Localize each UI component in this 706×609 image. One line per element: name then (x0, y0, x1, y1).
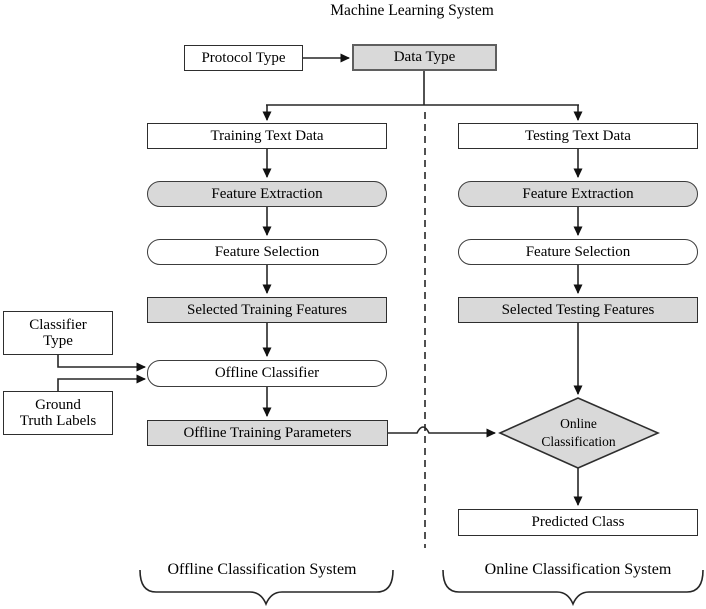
node-feature-selection-offline: Feature Selection (147, 239, 387, 265)
node-selected-training-features: Selected Training Features (147, 297, 387, 323)
diagram-title: Machine Learning System (330, 2, 494, 19)
online-classification-diamond (498, 397, 660, 469)
node-feature-selection-online: Feature Selection (458, 239, 698, 265)
arrow-ground-truth (57, 374, 146, 391)
classifier-type-line2: Type (43, 333, 73, 349)
node-training-text-data: Training Text Data (147, 123, 387, 149)
online-system-brace (442, 569, 704, 607)
node-offline-training-parameters: Offline Training Parameters (147, 420, 388, 446)
classifier-type-line1: Classifier (29, 316, 87, 333)
node-protocol-type: Protocol Type (184, 45, 303, 71)
node-online-classification-label: Online Classification (503, 406, 654, 460)
node-testing-text-data: Testing Text Data (458, 123, 698, 149)
node-predicted-class: Predicted Class (458, 509, 698, 536)
ground-truth-line2: Truth Labels (19, 413, 97, 429)
offline-system-brace (139, 569, 394, 607)
node-ground-truth-labels: Ground Truth Labels (3, 391, 113, 435)
node-data-type: Data Type (352, 44, 497, 71)
arrow-classifier-type (57, 355, 146, 372)
node-feature-extraction-offline: Feature Extraction (147, 181, 387, 207)
arrow-params-to-diamond (388, 426, 496, 438)
node-offline-classifier: Offline Classifier (147, 360, 387, 387)
offline-system-label: Offline Classification System (167, 561, 357, 578)
online-system-label: Online Classification System (484, 561, 672, 578)
online-classification-line2: Classification (541, 434, 616, 449)
online-classification-line1: Online (560, 416, 597, 432)
ground-truth-line1: Ground (35, 396, 81, 413)
node-selected-testing-features: Selected Testing Features (458, 297, 698, 323)
node-feature-extraction-online: Feature Extraction (458, 181, 698, 207)
node-classifier-type: Classifier Type (3, 311, 113, 355)
